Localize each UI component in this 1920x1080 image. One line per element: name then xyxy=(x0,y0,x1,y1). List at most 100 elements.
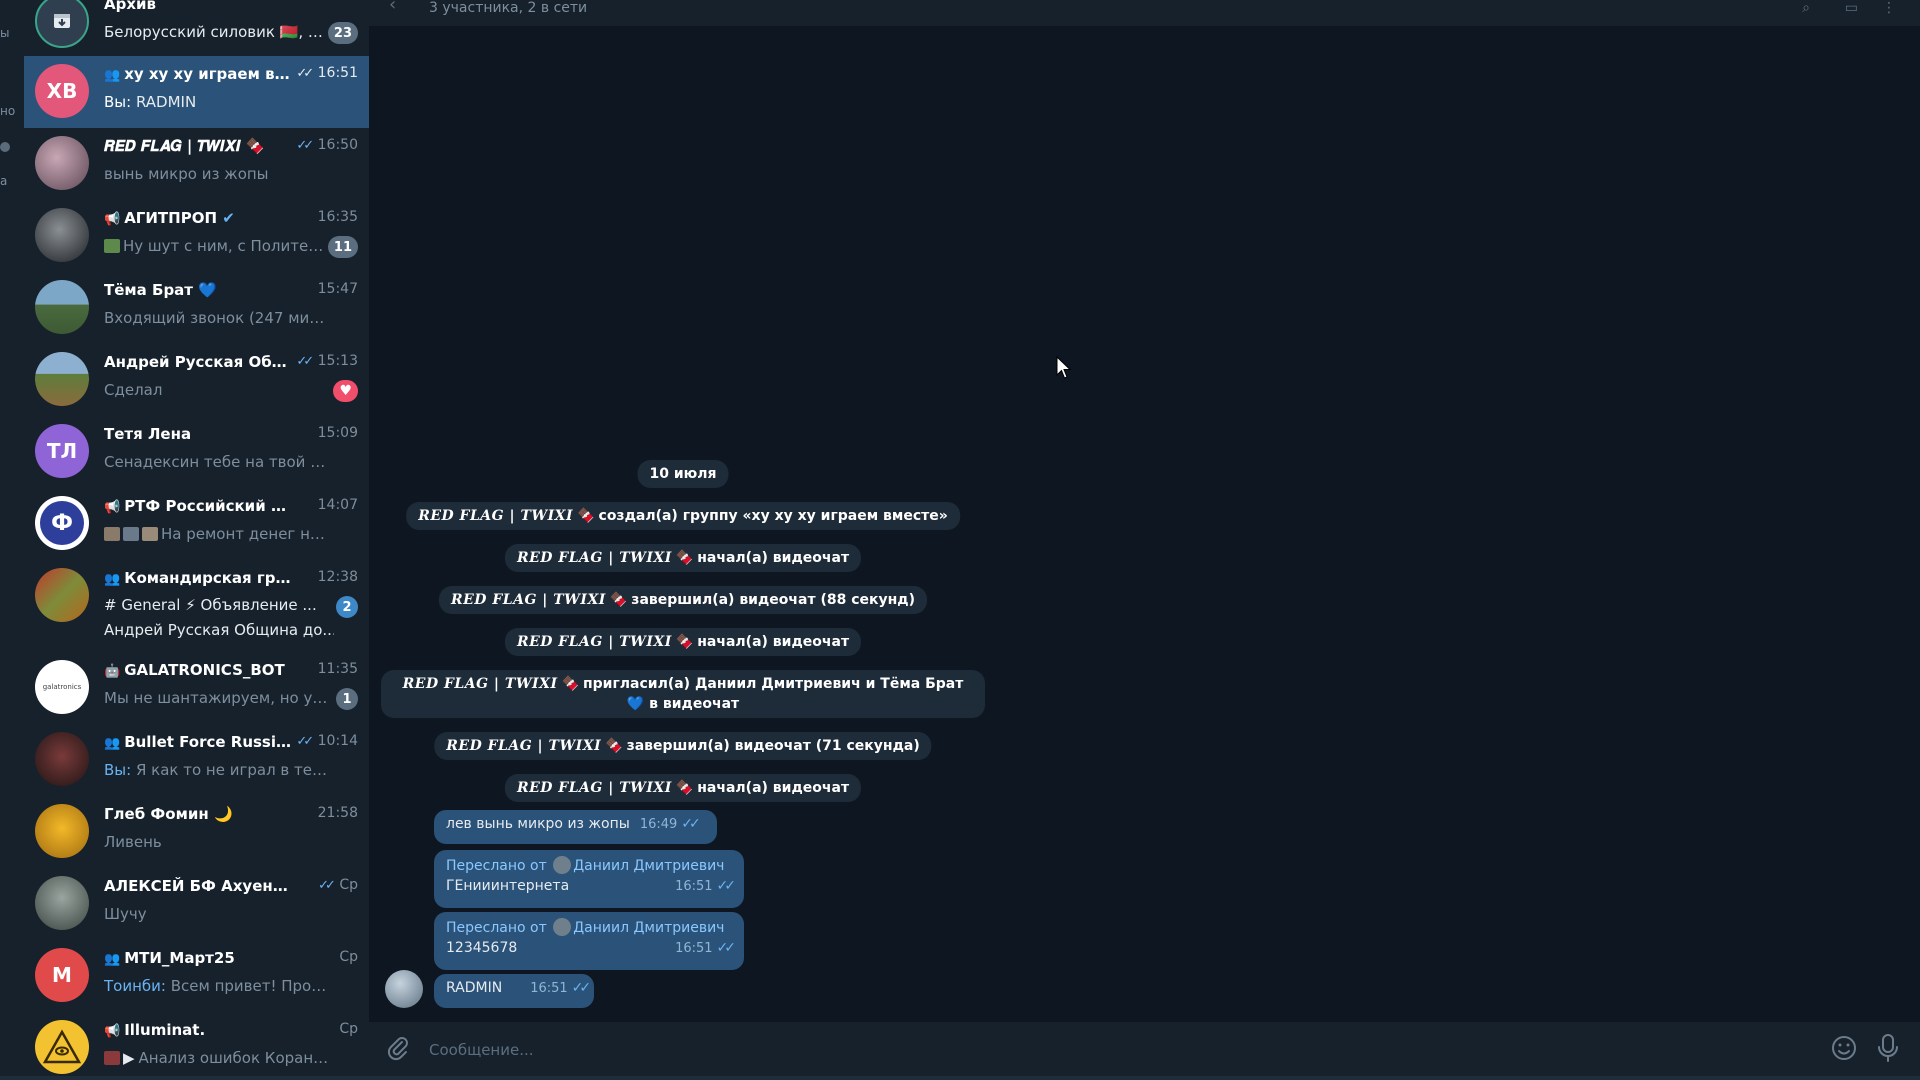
chat-row-tema-brat[interactable]: Тёма Брат 💙 15:47 Входящий звонок (247 м… xyxy=(24,272,369,344)
avatar xyxy=(35,568,89,622)
chat-row-gleb[interactable]: Глеб Фомин 🌙 21:58 Ливень xyxy=(24,796,369,868)
read-ticks-icon: ✓✓ xyxy=(296,354,314,369)
preview-prefix: Вы: xyxy=(104,93,132,111)
chat-title-wrap: 👥МТИ_Март25 xyxy=(104,949,294,967)
chat-row-red-flag[interactable]: 𝑹𝑬𝑫 𝑭𝑳𝑨𝑮 | 𝑻𝑾𝑰𝑿𝑰 🍫 ✓✓ 16:50 вынь микро и… xyxy=(24,128,369,200)
chat-title: ху ху ху играем вмес... xyxy=(124,65,294,83)
group-icon: 👥 xyxy=(104,952,121,967)
chat-time: ✓✓ 15:13 xyxy=(296,353,358,369)
read-ticks-icon: ✓✓ xyxy=(716,878,737,894)
chat-preview: Вы: RADMIN xyxy=(104,93,329,111)
forwarded-label: Переслано от xyxy=(446,920,547,936)
forwarded-from-name[interactable]: Даниил Дмитриевич xyxy=(573,858,725,874)
microphone-icon[interactable] xyxy=(1874,1032,1902,1064)
date-divider: 10 июля xyxy=(637,460,729,488)
chat-time: ✓✓ 16:50 xyxy=(296,137,358,153)
chat-time: 21:58 xyxy=(317,805,358,821)
sender-avatar[interactable] xyxy=(385,970,423,1008)
service-text: создал(а) группу «ху ху ху играем вместе… xyxy=(598,508,948,524)
group-icon: 👥 xyxy=(104,572,121,587)
service-sender: 𝑹𝑬𝑫 𝑭𝑳𝑨𝑮 | 𝑻𝑾𝑰𝑿𝑰 xyxy=(418,508,574,524)
avatar: galatronics xyxy=(35,660,89,714)
chat-time: ✓✓ 16:51 xyxy=(296,65,358,81)
avatar xyxy=(35,732,89,786)
message-time: 16:51 xyxy=(675,941,713,956)
chat-title-wrap: 👥ху ху ху играем вмес... xyxy=(104,65,294,83)
chat-row-galatronics[interactable]: galatronics 🤖GALATRONICS_BOT 11:35 Мы не… xyxy=(24,652,369,724)
preview-prefix: Вы: xyxy=(104,761,132,779)
chat-title: МТИ_Март25 xyxy=(124,949,235,967)
chat-title: РТФ Российский Трудов... xyxy=(124,497,294,515)
chat-preview: Тоинби: Всем привет! Прошу обр... xyxy=(104,977,329,995)
chat-header: ‹ 3 участника, 2 в сети ⌕ ▭ ⋮ xyxy=(369,0,1920,26)
chat-time: 11:35 xyxy=(317,661,358,677)
paperclip-icon[interactable] xyxy=(385,1034,413,1062)
forwarded-message-bubble[interactable]: Переслано от Даниил Дмитриевич 12345678 … xyxy=(434,912,744,970)
avatar: ХВ xyxy=(35,64,89,118)
member-status: 3 участника, 2 в сети xyxy=(429,0,588,16)
service-message: 𝑹𝑬𝑫 𝑭𝑳𝑨𝑮 | 𝑻𝑾𝑰𝑿𝑰🍫пригласил(а) Даниил Дми… xyxy=(381,670,985,718)
service-text: завершил(а) видеочат (88 секунд) xyxy=(631,592,916,608)
chat-row-aleksey[interactable]: АЛЕКСЕЙ БФ Ахуенный ✓✓ Ср Шучу xyxy=(24,868,369,940)
chat-preview: Ливень xyxy=(104,833,162,851)
service-sender: 𝑹𝑬𝑫 𝑭𝑳𝑨𝑮 | 𝑻𝑾𝑰𝑿𝑰 xyxy=(402,676,558,692)
emoji-icon[interactable] xyxy=(1830,1034,1858,1062)
chat-title: 𝑹𝑬𝑫 𝑭𝑳𝑨𝑮 | 𝑻𝑾𝑰𝑿𝑰 xyxy=(104,137,241,155)
bot-icon: 🤖 xyxy=(104,664,121,679)
chat-title: Bullet Force Russian ... xyxy=(124,733,294,751)
chat-row-archive[interactable]: Архив Белорусский силовик 🇧🇾, Р... 23 xyxy=(24,0,369,58)
forward-header: Переслано от Даниил Дмитриевич xyxy=(446,918,732,938)
service-text: начал(а) видеочат xyxy=(697,780,850,796)
image-thumb-icon xyxy=(104,527,120,541)
chat-title: Illuminat. xyxy=(124,1021,206,1039)
avatar: М xyxy=(35,948,89,1002)
chat-row-agitprop[interactable]: 📢АГИТПРОП ✔ 16:35 Ну шут с ним, с Полите… xyxy=(24,200,369,272)
chat-row-rtf[interactable]: Ф 📢РТФ Российский Трудов... 14:07 На рем… xyxy=(24,488,369,560)
chocolate-emoji-icon: 🍫 xyxy=(609,592,628,608)
forwarded-from-name[interactable]: Даниил Дмитриевич xyxy=(573,920,725,936)
read-ticks-icon: ✓✓ xyxy=(296,138,314,153)
image-thumb-icon xyxy=(104,1051,120,1065)
chat-title-wrap: 📢Illuminat. xyxy=(104,1021,294,1039)
service-text: пригласил(а) Даниил Дмитриевич и Тёма Бр… xyxy=(582,676,964,692)
message-text: ГЕнииинтернета xyxy=(446,878,570,894)
avatar: Ф xyxy=(35,496,89,550)
time-text: 15:13 xyxy=(317,353,358,369)
chat-row-mti[interactable]: М 👥МТИ_Март25 Ср Тоинби: Всем привет! Пр… xyxy=(24,940,369,1012)
chat-row-andrey[interactable]: Андрей Русская Община ✓✓ 15:13 Сделал ♥ xyxy=(24,344,369,416)
chat-row-tetya-lena[interactable]: ТЛ Тетя Лена 15:09 Сенадексин тебе на тв… xyxy=(24,416,369,488)
message-meta: 16:51✓✓ xyxy=(446,938,736,959)
avatar xyxy=(35,876,89,930)
chat-title-wrap: 📢РТФ Российский Трудов... xyxy=(104,497,294,515)
chocolate-emoji-icon: 🍫 xyxy=(577,508,595,524)
sidebar-toggle-icon[interactable]: ▭ xyxy=(1844,0,1858,16)
read-ticks-icon: ✓✓ xyxy=(681,816,701,832)
chat-preview: Входящий звонок (247 мин. 14 се... xyxy=(104,309,329,327)
time-text: 16:50 xyxy=(317,137,358,153)
chat-preview: Ну шут с ним, с Политехо... xyxy=(104,237,329,255)
preview-text: Ну шут с ним, с Политехо... xyxy=(123,237,329,255)
message-text: 12345678 xyxy=(446,940,518,956)
preview-text: На ремонт денег нет, но... xyxy=(161,525,329,543)
chat-title-wrap: 👥Командирская группа xyxy=(104,569,294,587)
chat-row-bullet-force[interactable]: 👥Bullet Force Russian ... ✓✓ 10:14 Вы: Я… xyxy=(24,724,369,796)
preview-text: RADMIN xyxy=(135,93,197,111)
chat-title: Командирская группа xyxy=(124,569,294,587)
chat-preview: вынь микро из жопы xyxy=(104,165,269,183)
chat-row-active-group[interactable]: ХВ 👥ху ху ху играем вмес... ✓✓ 16:51 Вы:… xyxy=(24,56,369,128)
message-input[interactable] xyxy=(427,1032,1761,1068)
chat-list: Архив Белорусский силовик 🇧🇾, Р... 23 ХВ… xyxy=(24,0,369,1080)
service-sender: 𝑹𝑬𝑫 𝑭𝑳𝑨𝑮 | 𝑻𝑾𝑰𝑿𝑰 xyxy=(516,634,672,650)
window-bottom-edge xyxy=(0,1076,1920,1080)
chocolate-emoji-icon: 🍫 xyxy=(675,550,694,566)
rail-fragment: а xyxy=(0,174,8,188)
search-icon[interactable]: ⌕ xyxy=(1802,0,1810,16)
more-menu-icon[interactable]: ⋮ xyxy=(1882,0,1896,16)
chat-row-commanders[interactable]: 👥Командирская группа 12:38 # General ⚡ О… xyxy=(24,560,369,650)
back-arrow-icon[interactable]: ‹ xyxy=(389,0,397,15)
chat-row-illuminat[interactable]: 📢Illuminat. Ср ▶Анализ ошибок Корана в о… xyxy=(24,1012,369,1080)
forwarded-message-bubble[interactable]: Переслано от Даниил Дмитриевич ГЕнииинте… xyxy=(434,850,744,908)
time-text: Ср xyxy=(339,877,358,893)
